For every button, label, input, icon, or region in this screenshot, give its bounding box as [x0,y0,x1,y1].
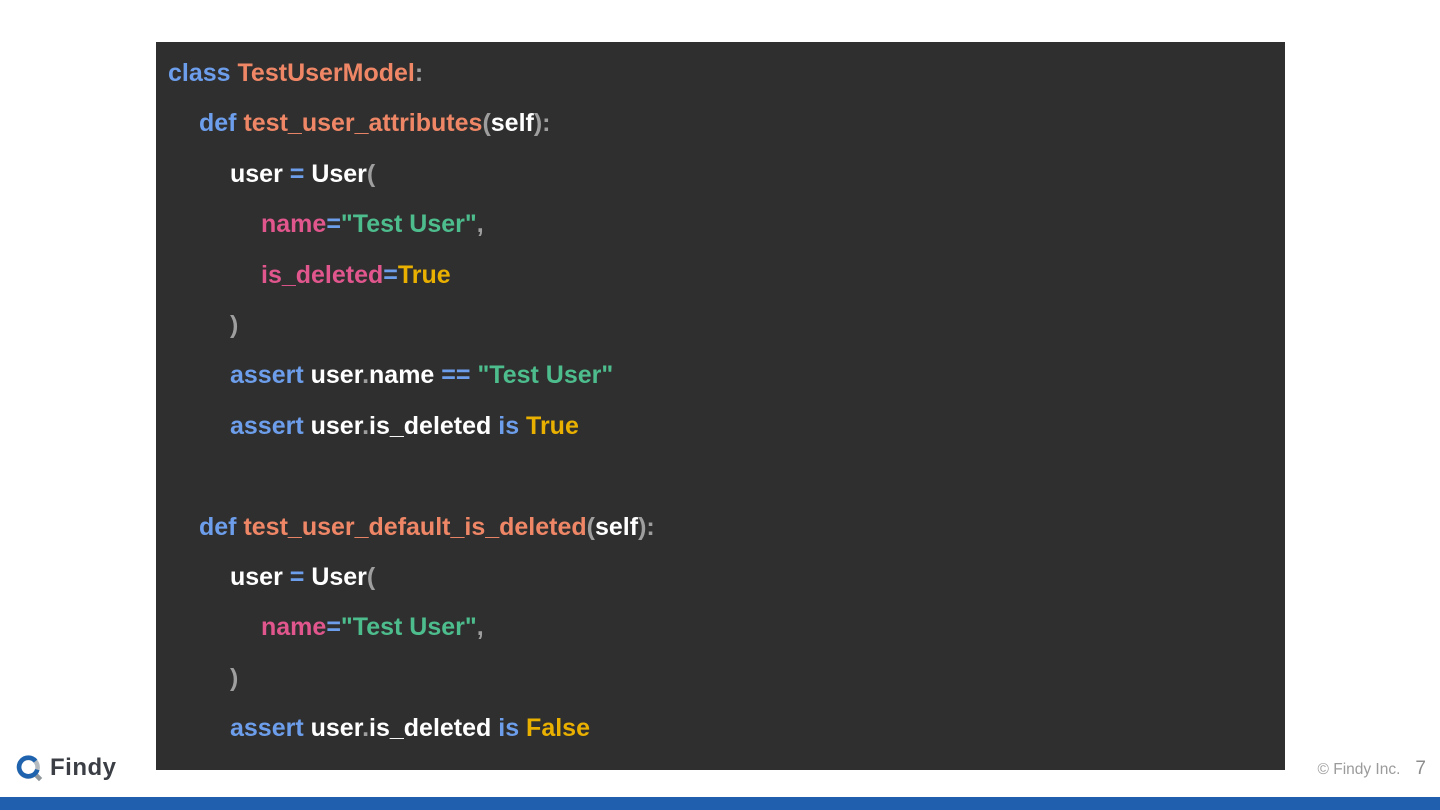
code-token-punc: , [476,210,484,239]
code-token-kw: assert [230,361,311,390]
copyright-text: © Findy Inc. [1317,761,1401,778]
code-token-punc: ( [482,109,491,138]
code-token-punc: . [362,714,370,743]
code-token-id: user [310,714,363,743]
code-token-param: name [261,210,327,239]
code-line: class TestUserModel: [156,48,1285,98]
code-line: assert user.is_deleted is False [156,703,1285,753]
code-block: class TestUserModel:def test_user_attrib… [156,42,1285,770]
code-token-str: "Test User" [340,210,477,239]
code-token-punc: ) [230,663,239,692]
code-token-id: self [490,109,534,138]
code-token-op: = [326,210,341,239]
code-token-id: User [311,159,367,188]
code-line: def test_user_default_is_deleted(self): [156,502,1285,552]
code-token-const: True [397,260,451,289]
code-token-kw: is [498,714,527,743]
findy-logo-text: Findy [50,754,117,781]
code-token-kw: assert [230,714,311,743]
code-token-punc: , [476,613,484,642]
code-line: name="Test User", [156,602,1285,652]
code-token-str: "Test User" [477,361,614,390]
code-token-kw: is [498,411,527,440]
code-token-id: is_deleted [369,411,499,440]
code-token-op: == [441,361,478,390]
code-line: ) [156,300,1285,350]
code-token-id: User [311,562,367,591]
code-token-punc: ) [230,310,239,339]
code-token-fn: test_user_attributes [243,109,483,138]
findy-logo: Findy [16,754,117,782]
code-token-id: user [310,411,363,440]
code-token-id: is_deleted [369,714,499,743]
findy-logo-icon [16,754,43,781]
code-token-kw: assert [230,411,311,440]
code-token-str: "Test User" [340,613,477,642]
code-token-punc: ): [533,109,551,138]
code-token-param: is_deleted [261,260,384,289]
code-line: def test_user_attributes(self): [156,98,1285,148]
code-token-id: user [230,562,290,591]
code-token-kw: class [168,59,238,87]
code-line: name="Test User", [156,199,1285,249]
code-token-id: name [369,361,442,390]
code-line: user = User( [156,552,1285,602]
code-token-op: = [289,159,312,188]
code-token-op: = [326,613,341,642]
code-token-punc: . [362,361,370,390]
code-token-id: user [230,159,290,188]
code-token-op: = [383,260,398,289]
code-token-op: = [289,562,312,591]
code-token-punc: ( [366,159,376,188]
code-token-const: True [526,411,579,440]
code-token-param: name [261,613,327,642]
code-line [156,451,1285,501]
code-token-punc: ( [366,562,376,591]
code-token-punc: ( [586,512,595,541]
code-token-kw: def [199,512,244,541]
bottom-accent-bar [0,797,1440,810]
code-token-const: False [526,714,590,743]
code-line: user = User( [156,149,1285,199]
code-line: is_deleted=True [156,250,1285,300]
footer-right: © Findy Inc. 7 [1318,758,1427,780]
code-token-fn: TestUserModel [237,59,415,87]
code-token-id: self [594,512,639,541]
logo-arrow [23,761,30,767]
code-line: assert user.is_deleted is True [156,401,1285,451]
code-token-punc: ): [638,512,655,541]
code-line: assert user.name == "Test User" [156,350,1285,400]
code-token-punc: : [414,59,424,87]
code-line: ) [156,653,1285,703]
code-token-id: user [310,361,363,390]
code-token-punc: . [362,411,370,440]
page-number: 7 [1415,758,1426,779]
code-token-fn: test_user_default_is_deleted [243,512,587,541]
code-token-kw: def [199,109,244,138]
